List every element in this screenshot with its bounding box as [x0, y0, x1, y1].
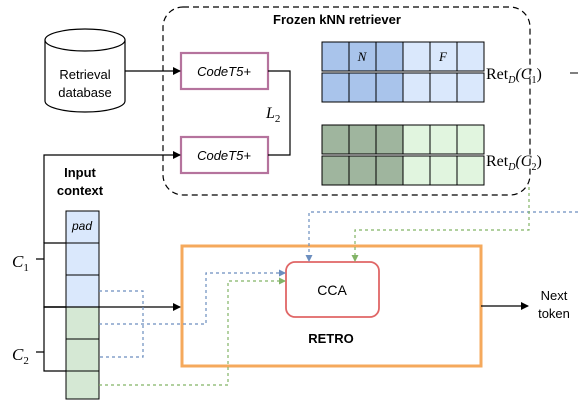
input-context-label-1: Input: [64, 165, 96, 180]
frozen-retriever-title: Frozen kNN retriever: [273, 12, 401, 27]
encoder-bottom-box: [179, 135, 270, 175]
blue-dashed-ret1-to-cca: [305, 211, 578, 262]
neighbor-row-4: [321, 155, 485, 186]
blue-dashed-to-cca: [99, 269, 286, 325]
output-label-2: token: [538, 306, 570, 321]
neighbors-c2: [321, 124, 485, 186]
cca-label: CCA: [317, 282, 347, 298]
chunk-c2-label: C2: [12, 345, 29, 367]
retrieval-database-label-2: database: [58, 85, 112, 100]
l2-distance-label: L2: [265, 105, 280, 125]
output-label-1: Next: [541, 288, 568, 303]
chunk-c2-bracket: [36, 306, 66, 372]
pad-label: pad: [71, 219, 92, 233]
l2-bracket: [268, 70, 291, 156]
cca-box: [285, 261, 380, 318]
neighbor-row-2: [321, 72, 485, 103]
neighbor-row-1: N F: [321, 41, 485, 72]
input-context-column: pad: [65, 210, 100, 400]
retro-label: RETRO: [308, 331, 354, 346]
encoder-bottom-label: CodeT5+: [197, 148, 251, 163]
encoder-top-label: CodeT5+: [197, 64, 251, 79]
context-to-encoder-arrow: [43, 151, 181, 243]
blue-dashed-c1-to-retro: [99, 290, 144, 358]
chunk-c1-label: C1: [12, 252, 29, 274]
retrieval-database: Retrieval database: [44, 28, 126, 113]
retrieval-database-label-1: Retrieval: [59, 67, 110, 82]
neighbor-label-n: N: [357, 49, 368, 64]
neighbor-row-3: [321, 124, 485, 155]
continuation-label-f: F: [438, 49, 448, 64]
neighbors-c1: N F: [321, 41, 485, 103]
ret-c2-label: RetD(C2): [486, 153, 542, 173]
chunk-c1-bracket: [36, 242, 66, 308]
ret-c1-label: RetD(C1): [486, 66, 542, 86]
green-dashed-c2-to-cca: [99, 277, 286, 386]
input-context-label-2: context: [57, 183, 104, 198]
frozen-retriever-box: [162, 6, 531, 196]
